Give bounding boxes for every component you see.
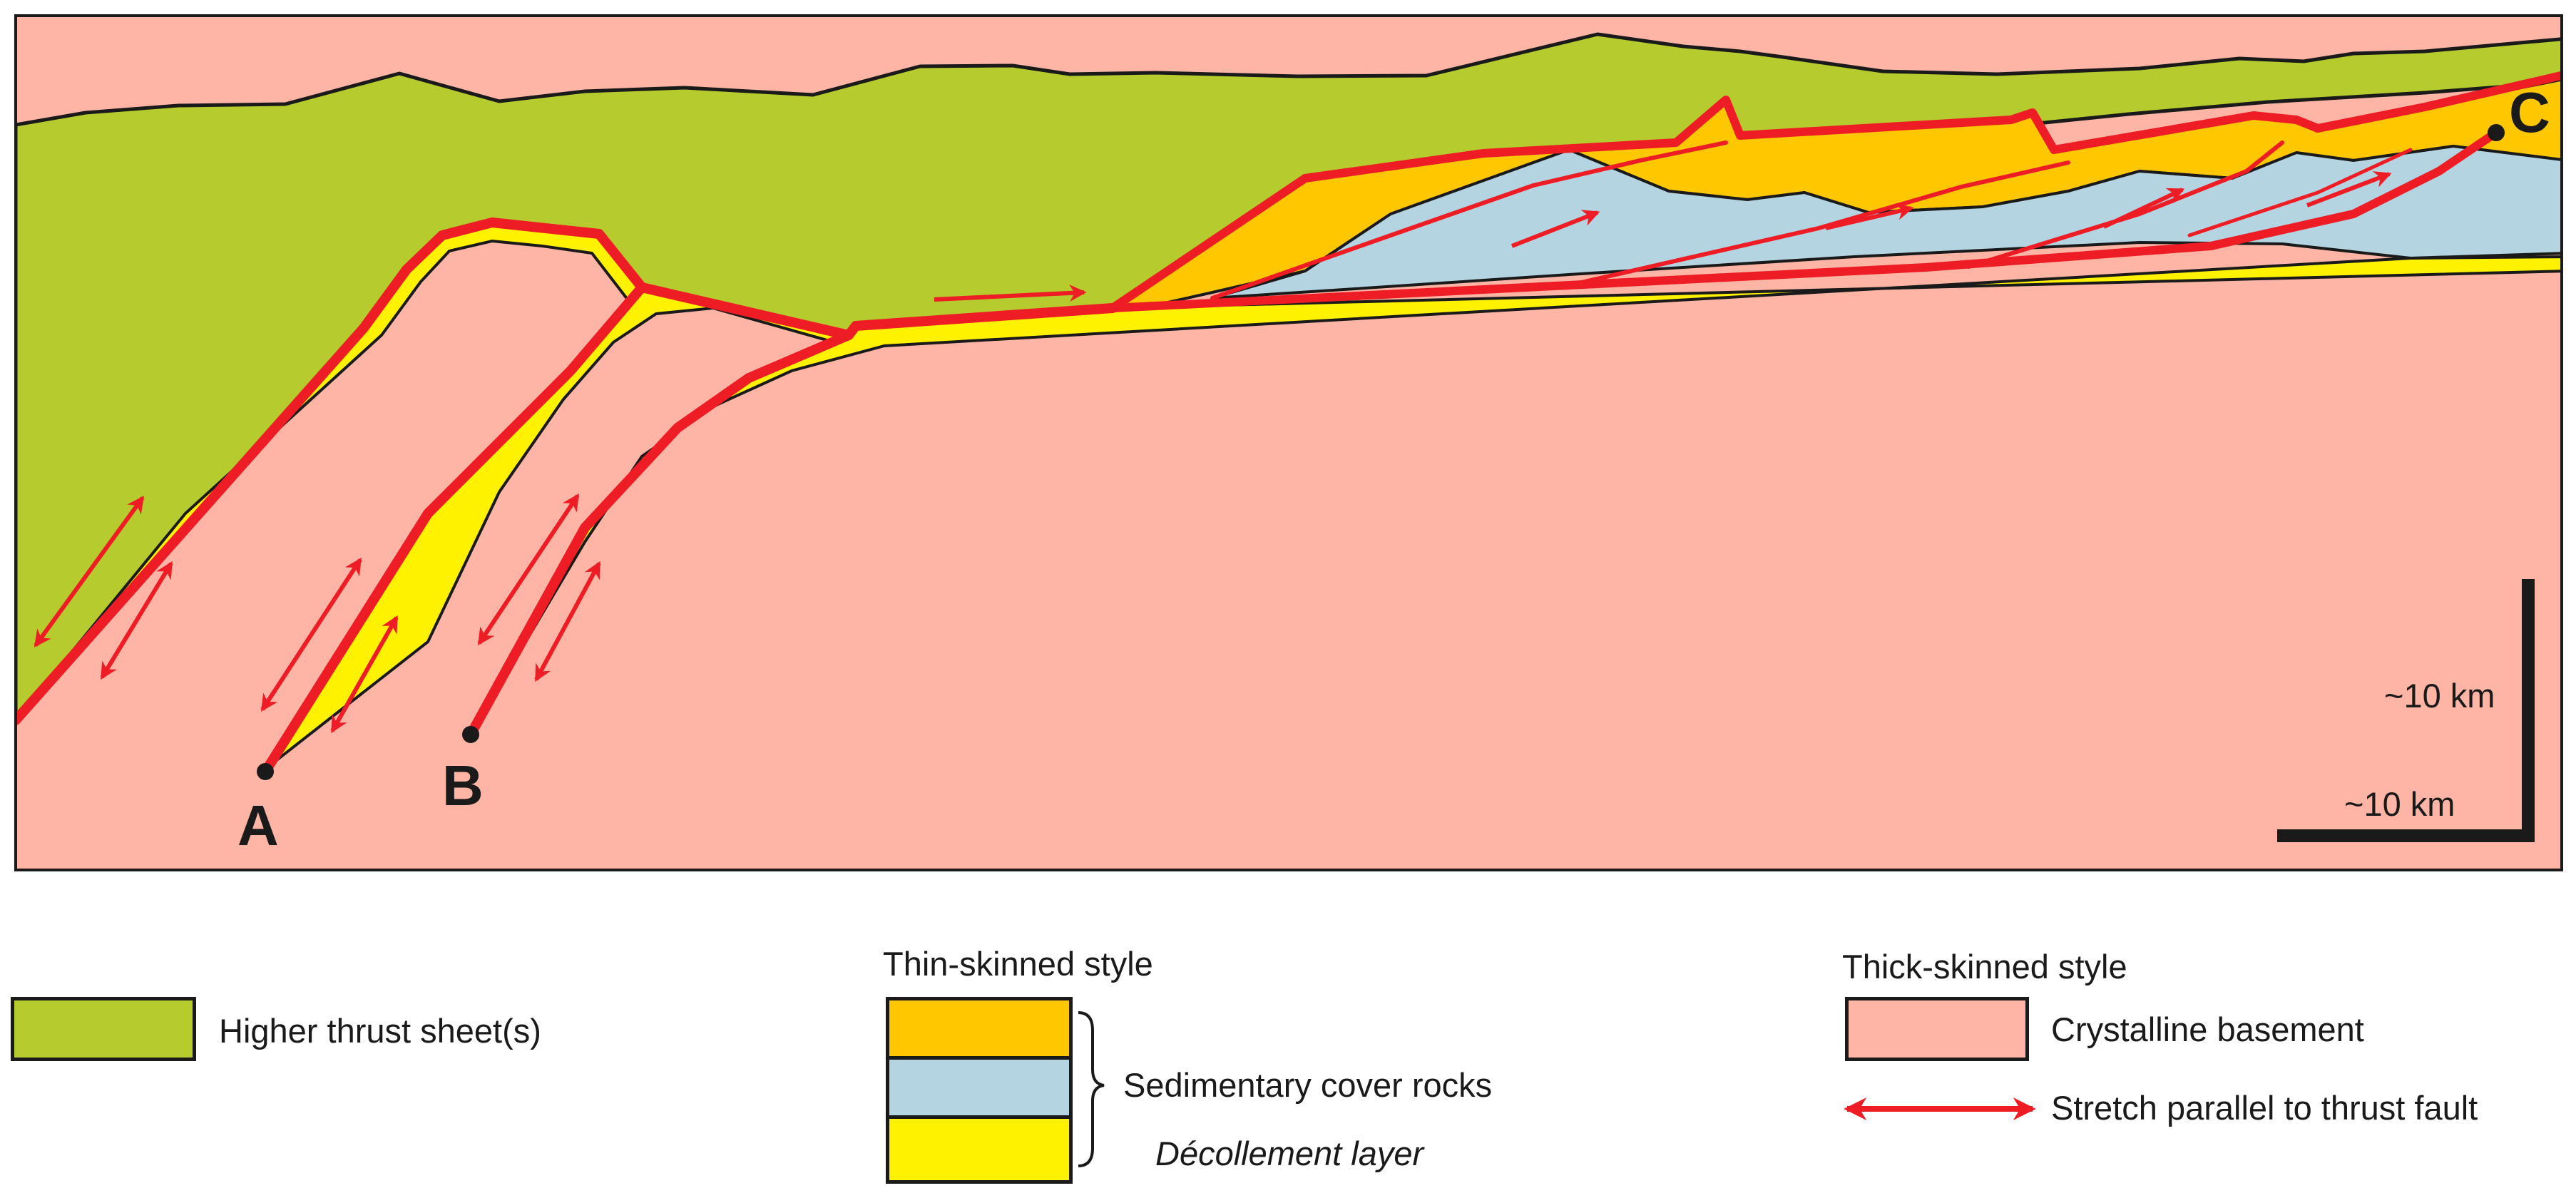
point-a-label: A: [237, 794, 279, 857]
legend-brace: [1078, 1011, 1105, 1167]
transport-arrow: [2306, 171, 2392, 208]
legend-label-stretch: Stretch parallel to thrust fault: [2051, 1089, 2478, 1127]
legend-swatch-higher-thrust: [11, 997, 196, 1061]
point-c-dot: [2488, 124, 2505, 141]
point-c-label: C: [2509, 81, 2550, 144]
imbricate-1: [1210, 140, 1728, 300]
imbricate-2: [1567, 160, 2070, 287]
transport-arrow: [934, 284, 1087, 302]
scale-vertical-label: ~10 km: [2384, 677, 2495, 715]
stretch-arrow: [477, 493, 580, 645]
fault-floor-c: [852, 128, 2500, 330]
point-b-label: B: [442, 754, 484, 817]
fault-a-deep: [260, 282, 854, 777]
transport-arrow: [1511, 210, 1600, 248]
diagram-frame: [14, 14, 2563, 871]
legend-swatch-blue: [886, 1056, 1073, 1119]
stretch-arrow: [260, 557, 362, 712]
legend-swatch-orange: [886, 997, 1073, 1060]
legend-swatch-basement: [1845, 997, 2029, 1061]
legend-label-decollement: Décollement layer: [1155, 1135, 1424, 1172]
transport-arrows: [934, 171, 2392, 302]
stretch-arrow: [100, 560, 173, 680]
legend-label-sedimentary: Sedimentary cover rocks: [1123, 1066, 1493, 1104]
transport-arrow: [1825, 203, 1914, 230]
stretch-arrow: [34, 496, 145, 647]
point-b-dot: [462, 726, 479, 743]
fault-roof: [1108, 71, 2562, 312]
scale-horizontal-label: ~10 km: [2344, 785, 2455, 823]
point-a-dot: [257, 763, 274, 780]
legend-label-basement: Crystalline basement: [2051, 1010, 2364, 1048]
stretch-arrow: [330, 615, 399, 734]
stretch-arrow: [534, 560, 601, 682]
legend-title-thick-skinned: Thick-skinned style: [1842, 948, 2127, 986]
stretch-arrows: [34, 493, 601, 734]
imbricate-3: [1966, 140, 2284, 269]
thrust-faults: [16, 71, 2562, 777]
transport-arrow: [2102, 188, 2185, 229]
legend-title-thin-skinned: Thin-skinned style: [883, 945, 1153, 983]
legend-swatch-decollement: [886, 1115, 1073, 1184]
legend-label-higher-thrust: Higher thrust sheet(s): [219, 1012, 541, 1050]
imbricate-4: [2187, 148, 2413, 237]
fault-a: [16, 217, 647, 725]
scale-bar: [2277, 579, 2535, 842]
